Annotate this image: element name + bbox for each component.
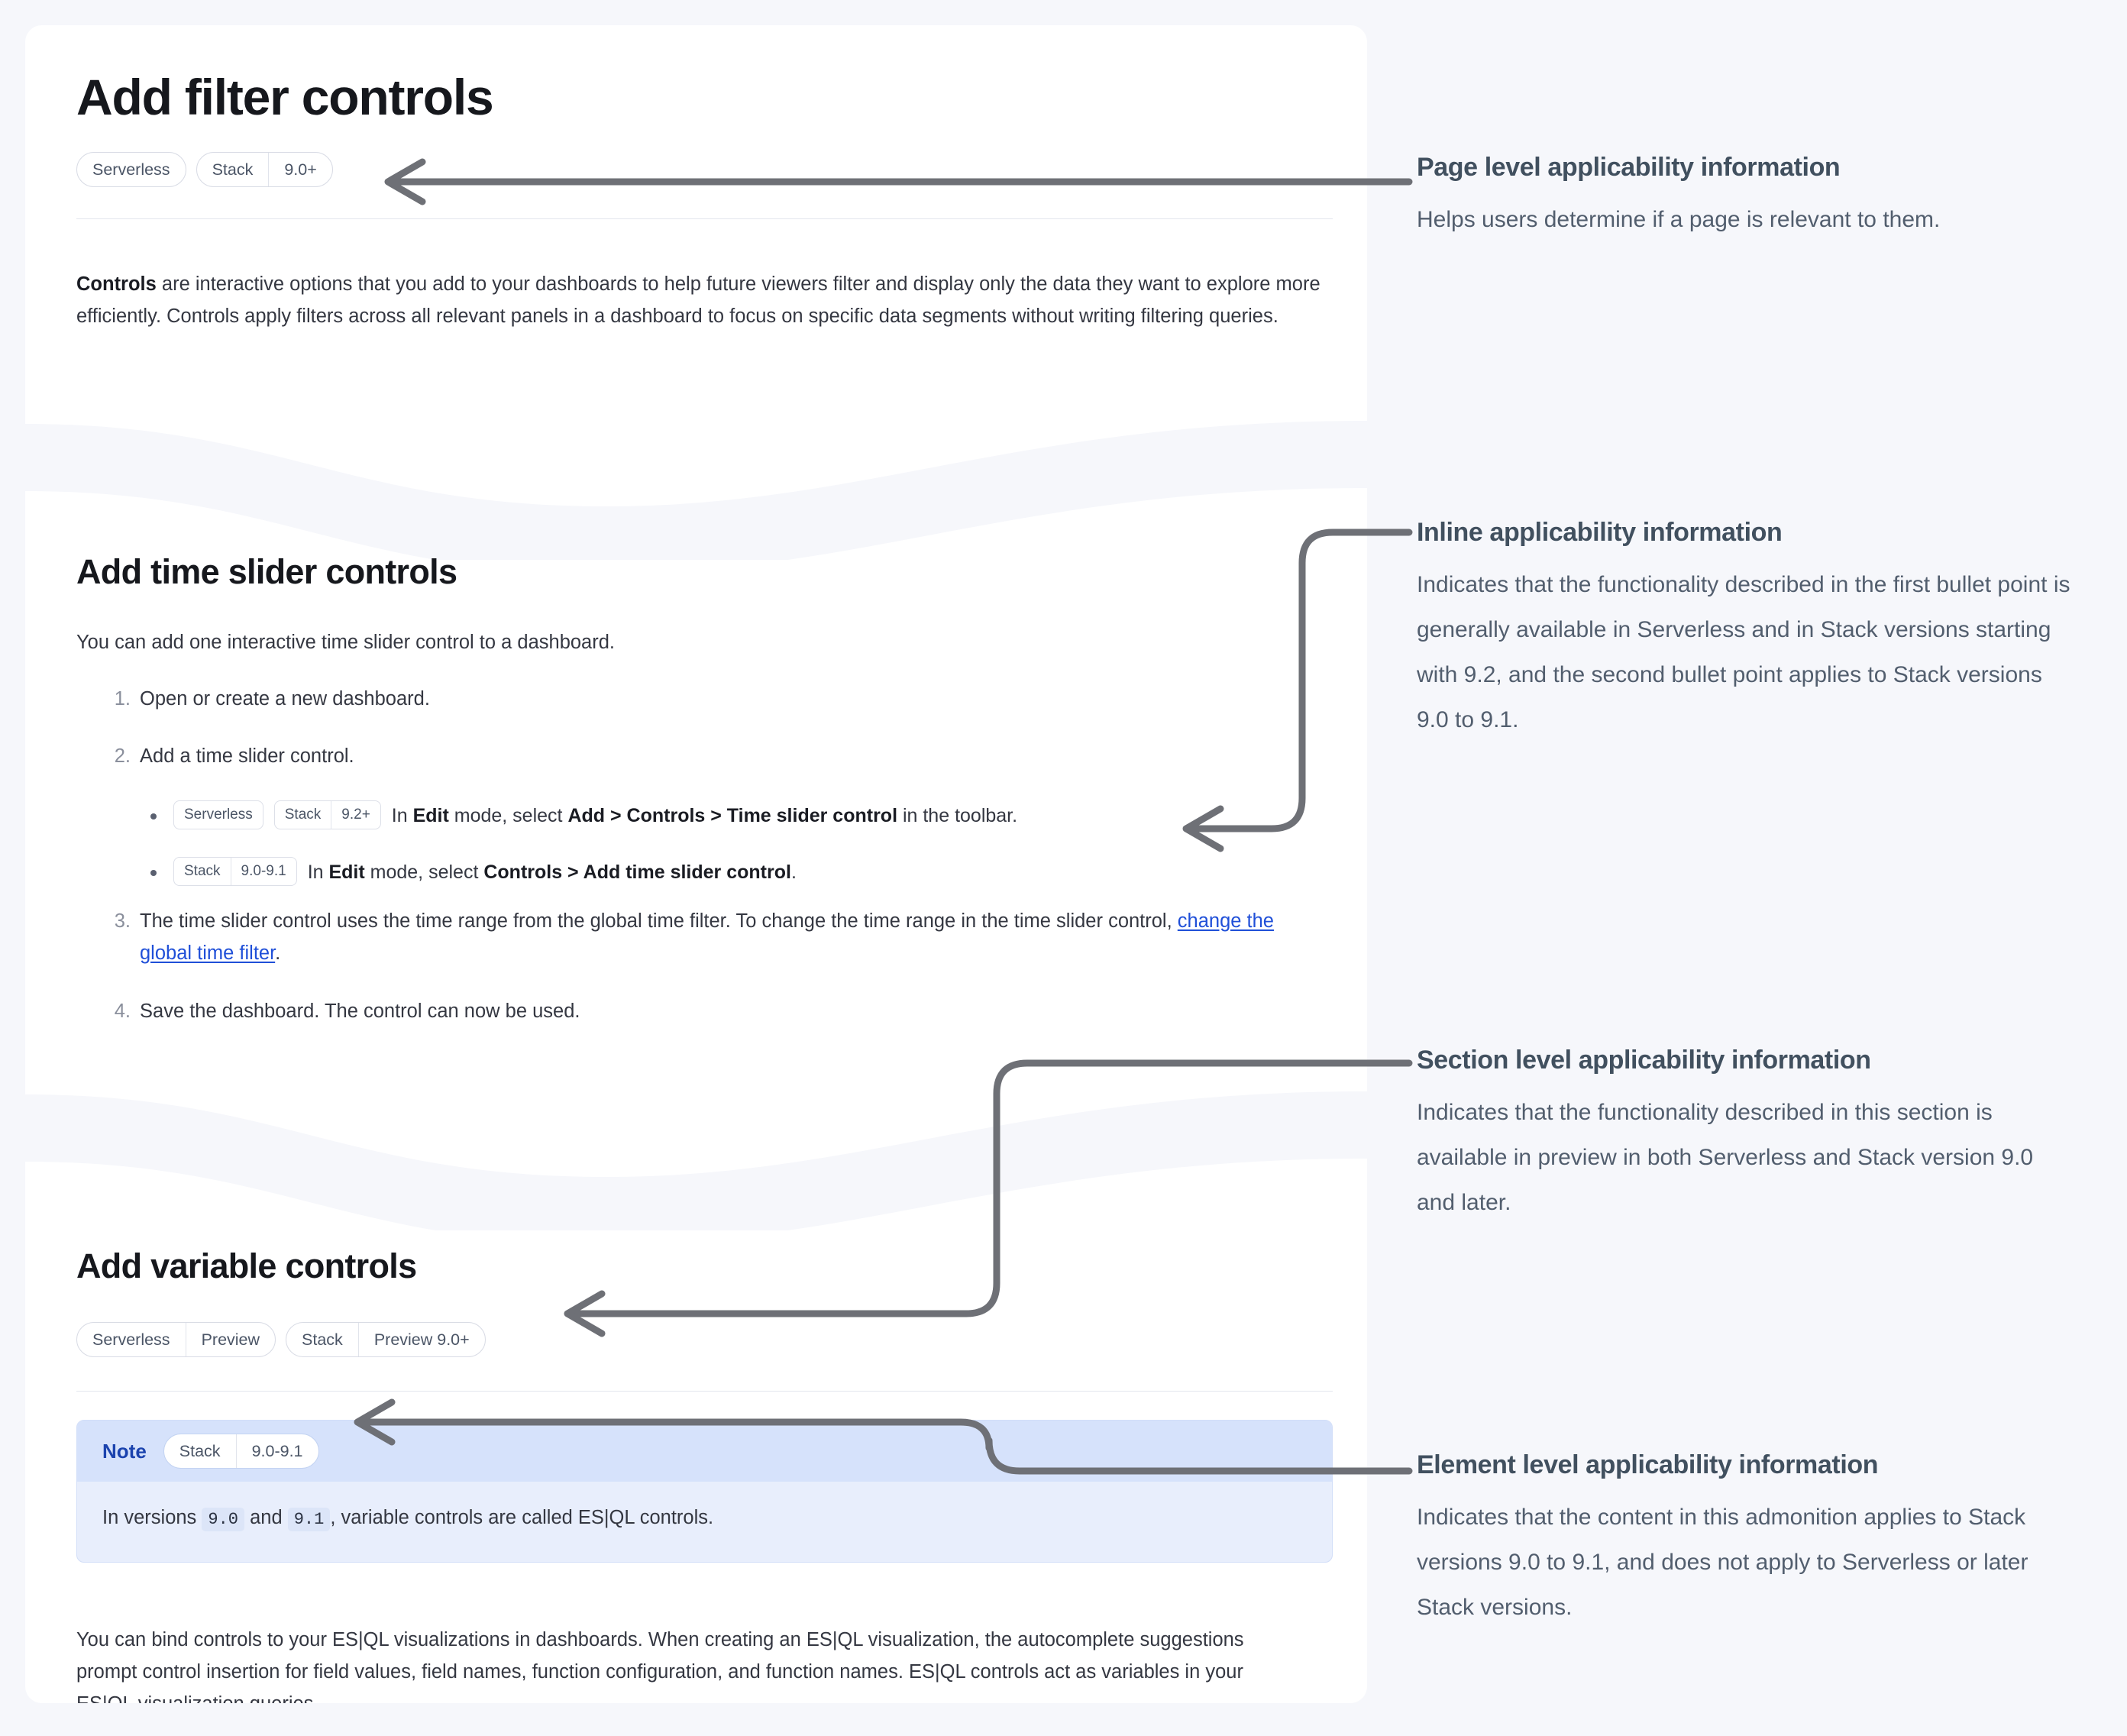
note-badge-stack[interactable]: Stack 9.0-9.1	[163, 1434, 319, 1469]
bullet-1-part-2: mode, select	[448, 805, 568, 826]
bullet-2-part-0: In	[307, 862, 329, 883]
bullet-1-part-0: In	[391, 805, 413, 826]
inline-badge-stack-92[interactable]: Stack 9.2+	[273, 800, 381, 829]
annotation-3-title: Section level applicability information	[1417, 1046, 1871, 1075]
step-4: 4. Save the dashboard. The control can n…	[102, 995, 1316, 1027]
bullet-2-text: In Edit mode, select Controls > Add time…	[308, 857, 797, 887]
time-slider-step-2-wrap: 2. Add a time slider control.	[102, 740, 1324, 772]
badge-serverless[interactable]: Serverless	[76, 152, 186, 187]
badge-serverless-label: Serverless	[92, 160, 170, 179]
bullet-2-part-4: .	[790, 862, 797, 883]
bullet-dot-icon	[150, 813, 157, 820]
annotation-page-level: Page level applicability information Hel…	[1417, 151, 2074, 242]
step-2-text: Add a time slider control.	[140, 745, 354, 767]
intro-paragraph: Controls are interactive options that yo…	[76, 268, 1329, 332]
bullet-2-part-1: Edit	[328, 862, 365, 883]
note-admonition: Note Stack 9.0-9.1 In versions 9.0 and 9…	[76, 1420, 1333, 1563]
annotation-2-body: Indicates that the functionality describ…	[1417, 572, 2070, 732]
note-text-part-0: In versions	[102, 1507, 202, 1528]
step-2: 2. Add a time slider control.	[102, 740, 1324, 772]
step-3-text-after: .	[275, 942, 281, 964]
time-slider-intro: You can add one interactive time slider …	[76, 632, 615, 653]
step-2-number: 2.	[114, 745, 131, 767]
inline-badge-serverless-label: Serverless	[184, 807, 253, 823]
annotation-element-level: Element level applicability information …	[1417, 1449, 2074, 1630]
note-header: Note Stack 9.0-9.1	[77, 1421, 1332, 1482]
bullet-1-part-3: Add > Controls > Time slider control	[567, 805, 898, 826]
badge-stack-label: Stack	[212, 160, 254, 179]
note-badge-stack-label: Stack	[179, 1441, 221, 1460]
badge-stack-version: Preview 9.0+	[357, 1323, 485, 1356]
wave-separator-1	[25, 421, 1367, 560]
note-code-90: 9.0	[202, 1508, 244, 1531]
annotation-1-body: Helps users determine if a page is relev…	[1417, 207, 1941, 232]
badge-serverless-preview[interactable]: Serverless Preview	[76, 1322, 276, 1357]
section-applicability-badges: Serverless Preview Stack Preview 9.0+	[76, 1322, 486, 1357]
inline-badge-stack-version: 9.0-9.1	[230, 858, 296, 885]
bullet-1-part-1: Edit	[412, 805, 449, 826]
badge-serverless-version: Preview	[185, 1323, 275, 1356]
section-divider	[76, 1391, 1333, 1392]
bullet-dot-icon	[150, 870, 157, 876]
step-3: 3. The time slider control uses the time…	[102, 905, 1316, 969]
annotation-4-title: Element level applicability information	[1417, 1450, 1879, 1479]
page-applicability-badges: Serverless Stack 9.0+	[76, 152, 333, 187]
note-label: Note	[102, 1439, 147, 1463]
badge-stack-preview[interactable]: Stack Preview 9.0+	[286, 1322, 486, 1357]
step-1-number: 1.	[114, 688, 131, 710]
note-text: In versions 9.0 and 9.1, variable contro…	[102, 1507, 714, 1531]
badge-stack-label: Stack	[302, 1330, 343, 1349]
time-slider-step-4-wrap: 4. Save the dashboard. The control can n…	[102, 995, 1316, 1027]
annotation-section-level: Section level applicability information …	[1417, 1044, 2074, 1225]
documentation-panel: Add filter controls Serverless Stack 9.0…	[25, 25, 1367, 1703]
annotation-2-title: Inline applicability information	[1417, 518, 1783, 547]
intro-rest: are interactive options that you add to …	[76, 273, 1320, 327]
time-slider-steps: 1. Open or create a new dashboard.	[102, 683, 1324, 715]
note-body: In versions 9.0 and 9.1, variable contro…	[77, 1482, 1332, 1562]
inline-badge-stack-version: 9.2+	[331, 801, 380, 829]
header-divider	[76, 218, 1333, 219]
step-4-number: 4.	[114, 1001, 131, 1022]
bullet-1-part-4: in the toolbar.	[897, 805, 1018, 826]
annotation-3-body: Indicates that the functionality describ…	[1417, 1100, 2034, 1215]
inline-badge-stack-label: Stack	[284, 807, 322, 823]
annotation-inline: Inline applicability information Indicat…	[1417, 516, 2074, 742]
badge-serverless-label: Serverless	[92, 1330, 170, 1349]
bullet-item-1: Serverless Stack 9.2+ In Edit mode, sele…	[141, 800, 1333, 831]
intro-lead: Controls	[76, 273, 157, 295]
variable-controls-paragraph: You can bind controls to your ES|QL visu…	[76, 1629, 1244, 1703]
wave-separator-2	[25, 1091, 1367, 1230]
step-3-number: 3.	[114, 910, 131, 932]
step-3-text-before: The time slider control uses the time ra…	[140, 910, 1178, 932]
time-slider-step-3-wrap: 3. The time slider control uses the time…	[102, 905, 1316, 969]
section-heading-time-slider: Add time slider controls	[76, 552, 457, 591]
bullet-1-text: In Edit mode, select Add > Controls > Ti…	[392, 800, 1017, 831]
annotation-4-body: Indicates that the content in this admon…	[1417, 1505, 2028, 1620]
section-heading-variable-controls: Add variable controls	[76, 1246, 417, 1285]
note-text-part-2: and	[244, 1507, 288, 1528]
step-3-text: The time slider control uses the time ra…	[140, 910, 1274, 964]
inline-badge-stack-label: Stack	[184, 863, 221, 879]
annotation-1-title: Page level applicability information	[1417, 153, 1841, 182]
note-text-part-4: , variable controls are called ES|QL con…	[330, 1507, 714, 1528]
time-slider-bullets: Serverless Stack 9.2+ In Edit mode, sele…	[141, 800, 1333, 887]
inline-badge-stack-90-91[interactable]: Stack 9.0-9.1	[173, 857, 297, 886]
bullet-2-part-2: mode, select	[364, 862, 484, 883]
page-title: Add filter controls	[76, 69, 494, 125]
bullet-2-part-3: Controls > Add time slider control	[483, 862, 791, 883]
step-1-text: Open or create a new dashboard.	[140, 688, 430, 710]
badge-stack[interactable]: Stack 9.0+	[196, 152, 333, 187]
global-time-filter-link[interactable]: change the global time filter	[140, 910, 1274, 964]
step-1: 1. Open or create a new dashboard.	[102, 683, 1324, 715]
note-code-91: 9.1	[287, 1508, 331, 1531]
note-badge-stack-version: 9.0-9.1	[235, 1434, 318, 1468]
bullet-item-2: Stack 9.0-9.1 In Edit mode, select Contr…	[141, 857, 1333, 887]
badge-stack-version: 9.0+	[268, 153, 331, 186]
step-4-text: Save the dashboard. The control can now …	[140, 1001, 580, 1022]
inline-badge-serverless[interactable]: Serverless	[173, 800, 263, 829]
